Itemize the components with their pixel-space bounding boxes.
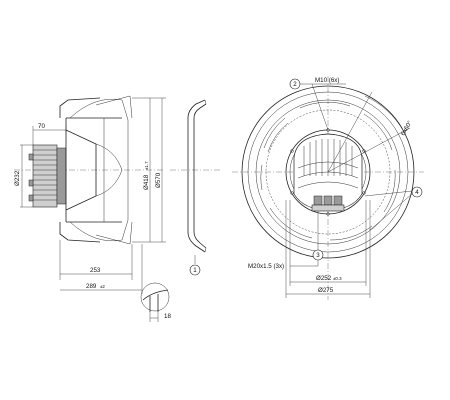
callout-2: 2 [293,81,297,88]
angle-label: 6x60° [400,119,414,137]
electronics-fins [297,139,359,189]
dim-418-tolerance: ±1.7 [144,161,149,170]
dim-570-label: Ø570 [155,172,162,188]
callout-4: 4 [415,189,419,196]
cable-glands [311,195,345,212]
mounting-holes [290,128,366,216]
inlet-nozzle-section [187,118,206,253]
dim-232-label: Ø232 [14,170,21,186]
callout-3: 3 [316,252,320,259]
dim-275-label: Ø275 [318,287,334,294]
motor-flange [56,147,67,205]
dim-289-label: 289 [86,283,97,290]
dim-70-label: 70 [38,123,45,130]
callout-1: 1 [193,267,197,274]
cable-gland-label: M20x1.5 (3x) [248,263,284,270]
outer-ring [241,85,415,259]
dim-252-label: Ø252 [316,275,332,282]
impeller-blades [69,95,133,245]
motor-body [32,144,58,208]
dim-18-label: 18 [164,313,171,320]
thread-m10-label: M10 (6x) [315,77,339,84]
section-view: 1 [170,99,222,276]
dim-289-tolerance: ±2 [100,284,105,289]
blade-slots [260,101,396,241]
dim-418-label: Ø418 [143,174,150,190]
side-view: 70 Ø232 Ø418 ±1.7 Ø570 253 289 ±2 18 [14,95,171,322]
detail-circle [140,282,170,312]
motor-cooling-fins [33,149,57,201]
impeller-backplate [65,117,122,223]
dim-252-tolerance: ±0.3 [333,276,342,281]
dim-253-label: 253 [90,267,101,274]
front-view: 2 M10 (6x) 6x60° 4 3 M20x1.5 (3x) Ø252 ±… [232,76,424,300]
